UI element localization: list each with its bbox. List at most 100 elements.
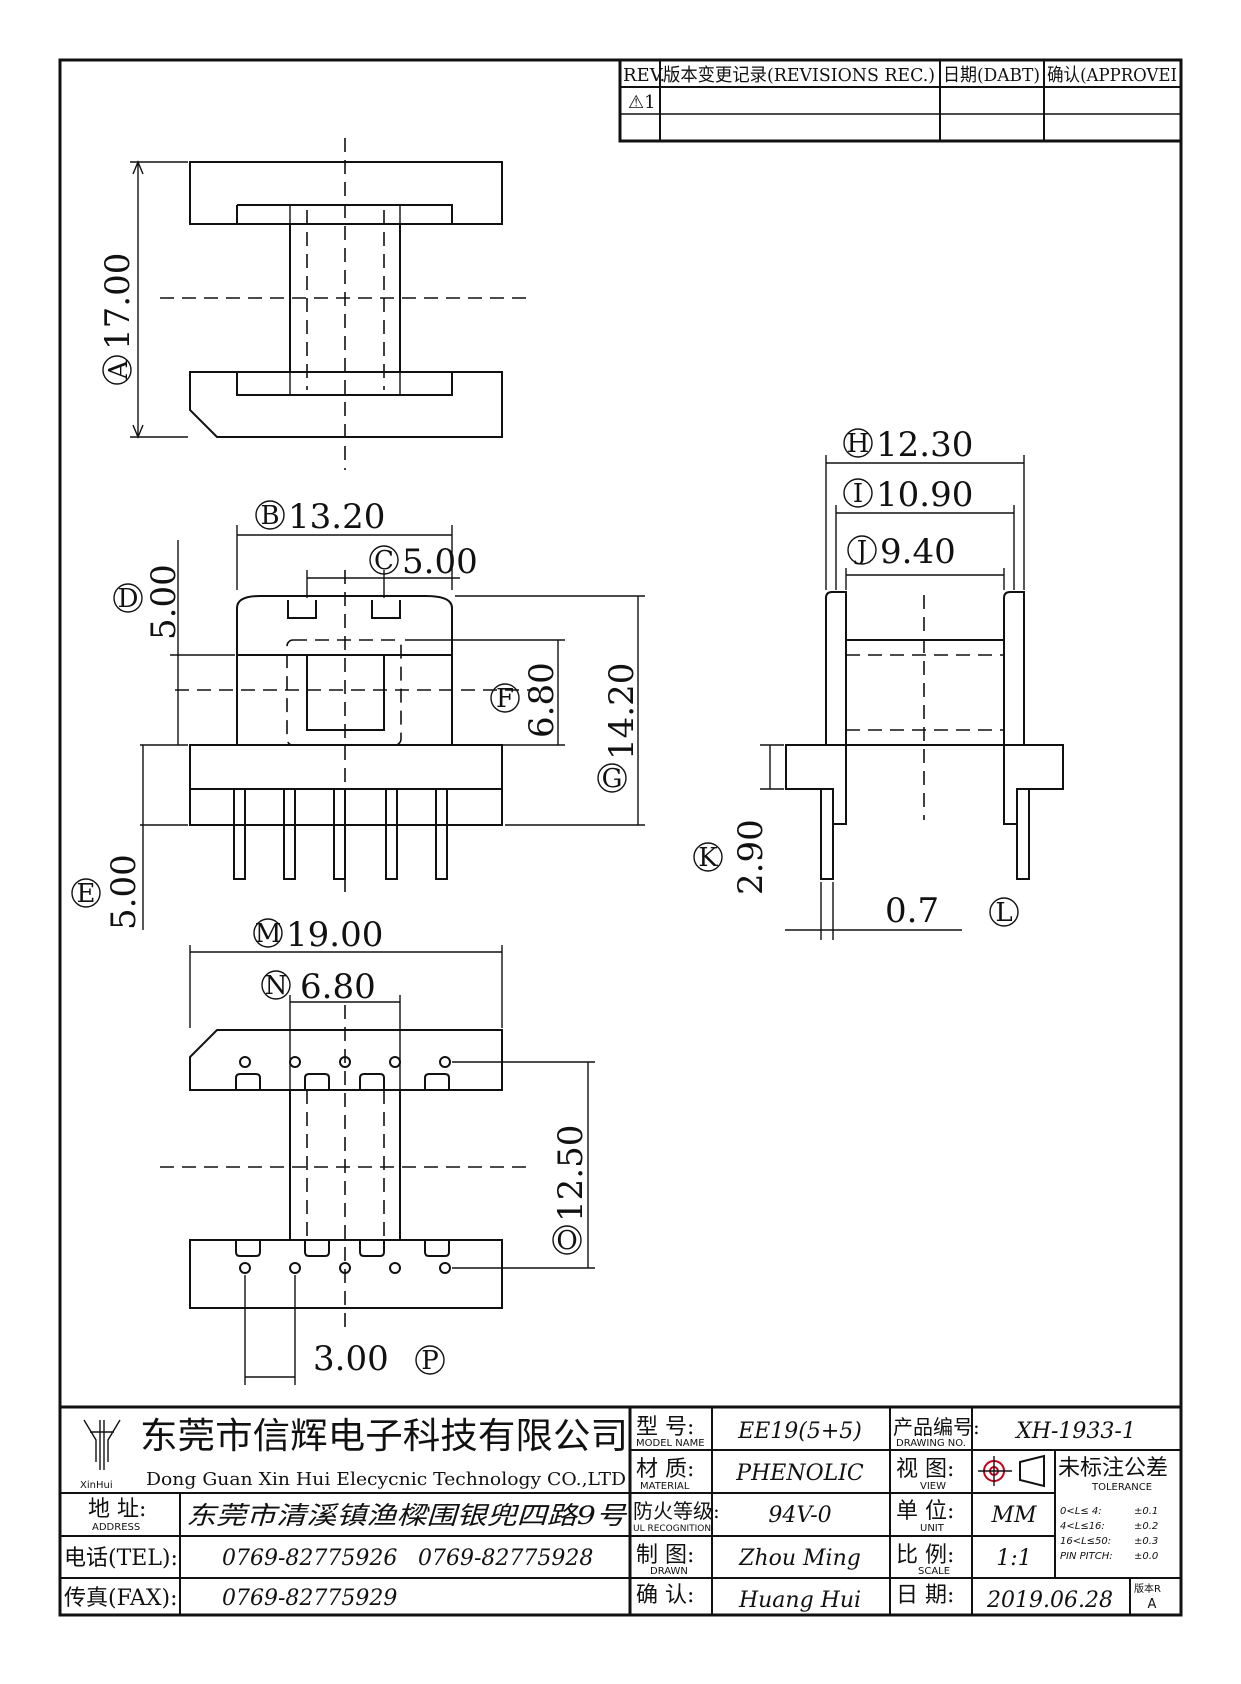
bottom-slots-top	[235, 1073, 450, 1090]
dim-f-value: 6.80	[522, 662, 562, 738]
revision-table: REV. 版本变更记录(REVISIONS REC.) 日期(DABT) 确认(…	[618, 58, 1183, 143]
dim-n-value: 6.80	[300, 967, 376, 1007]
dim-j-value: 9.40	[880, 532, 956, 572]
dim-f-marker	[490, 683, 520, 713]
tolerance-value-3: ±0.3	[1134, 1536, 1158, 1547]
dim-c: C 5.00	[369, 542, 478, 582]
dim-l-letter: L	[995, 898, 1012, 928]
dim-g-value: 14.20	[602, 663, 642, 760]
logo-text: XinHui	[80, 1480, 113, 1491]
drawn-label: 制 图:	[636, 1543, 694, 1568]
front-pins	[233, 788, 448, 880]
dim-i-marker	[843, 478, 873, 508]
tolerance-title: 未标注公差	[1058, 1456, 1168, 1481]
address-label-en: ADDRESS	[92, 1522, 140, 1533]
drawing-no-label: 产品编号:	[893, 1415, 980, 1439]
dim-b-value: 13.20	[288, 497, 385, 537]
check-value: Huang Hui	[738, 1588, 861, 1613]
drawing-no-label-en: DRAWING NO.	[896, 1438, 966, 1449]
dim-l: 0.7 L	[885, 891, 1019, 931]
ul-label: 防火等级:	[633, 1499, 720, 1523]
drawing-no-value: XH-1933-1	[1014, 1419, 1136, 1444]
model-label: 型 号:	[636, 1415, 694, 1440]
dim-i-value: 10.90	[876, 475, 973, 515]
dim-h: H 12.30	[843, 425, 973, 465]
dim-e-letter: E	[77, 879, 96, 909]
ul-label-en: UL RECOGNITION	[633, 1524, 711, 1534]
bottom-slots-bottom	[235, 1240, 450, 1257]
dim-g-letter: G	[602, 764, 623, 794]
rev-header-rev: REV.	[623, 65, 665, 86]
dim-n: N 6.80	[261, 967, 376, 1007]
dim-a-value: 17.00	[98, 253, 138, 350]
tolerance-range-1: 0<L≤ 4:	[1060, 1506, 1102, 1517]
dim-a-marker	[102, 355, 132, 385]
drawing-frame	[58, 58, 1183, 1617]
dim-f: F 6.80	[490, 662, 562, 738]
top-view	[130, 138, 530, 470]
tel-value-2: 0769-82775928	[418, 1546, 593, 1571]
rev-header-approve: 确认(APPROVEI	[1047, 65, 1177, 86]
tel-value-1: 0769-82775926	[222, 1546, 397, 1571]
fax-value: 0769-82775929	[222, 1586, 397, 1611]
tolerance-en: TOLERANCE	[1091, 1482, 1152, 1493]
dim-a: A 17.00	[98, 253, 138, 385]
dim-i: I 10.90	[843, 475, 973, 515]
dim-j-marker	[847, 535, 877, 565]
dim-n-letter: N	[265, 971, 288, 1001]
dim-j-letter: J	[854, 536, 867, 566]
dim-o-letter: O	[556, 1226, 577, 1256]
date-label: 日 期:	[896, 1583, 954, 1608]
pin-holes-top	[239, 1056, 451, 1068]
dim-m: M 19.00	[253, 915, 383, 955]
check-label: 确 认:	[636, 1583, 694, 1608]
side-view	[760, 455, 1064, 940]
dim-h-marker	[843, 428, 873, 458]
dim-k-value: 2.90	[731, 819, 771, 895]
dim-b-marker	[255, 500, 285, 530]
dim-e-marker	[71, 878, 101, 908]
dim-i-letter: I	[853, 479, 863, 509]
tolerance-range-2: 4<L≤16:	[1060, 1521, 1105, 1532]
unit-label: 单 位:	[896, 1499, 954, 1524]
dim-c-value: 5.00	[402, 542, 478, 582]
unit-value: MM	[990, 1503, 1037, 1528]
address-label: 地 址:	[88, 1497, 146, 1522]
tolerance-value-1: ±0.1	[1134, 1506, 1158, 1517]
tolerance-value-2: ±0.2	[1134, 1521, 1158, 1532]
view-label-en: VIEW	[920, 1481, 946, 1492]
dim-j: J 9.40	[847, 532, 956, 572]
material-label: 材 质:	[636, 1457, 694, 1482]
dim-d-letter: D	[118, 584, 139, 614]
scale-value: 1:1	[996, 1546, 1031, 1571]
dim-n-marker	[261, 970, 291, 1000]
dim-b-letter: B	[260, 501, 279, 531]
company-logo: XinHui	[80, 1419, 121, 1491]
ul-value: 94V-0	[768, 1503, 831, 1528]
front-view	[140, 525, 645, 930]
rev-header-record: 版本变更记录(REVISIONS REC.)	[663, 65, 935, 86]
material-value: PHENOLIC	[735, 1461, 864, 1486]
view-label: 视 图:	[896, 1457, 954, 1482]
tolerance-value-4: ±0.0	[1134, 1551, 1158, 1562]
model-value: EE19(5+5)	[737, 1419, 862, 1444]
unit-label-en: UNIT	[920, 1523, 945, 1534]
bottom-view	[160, 945, 595, 1385]
tolerance-range-4: PIN PITCH:	[1060, 1551, 1113, 1562]
dim-o: O 12.50	[551, 1125, 591, 1256]
dim-m-letter: M	[255, 919, 282, 949]
dim-f-letter: F	[496, 684, 514, 714]
fax-label: 传真(FAX):	[64, 1586, 177, 1611]
dim-g: G 14.20	[597, 663, 642, 794]
scale-label-en: SCALE	[918, 1566, 950, 1577]
dim-m-value: 19.00	[286, 915, 383, 955]
company-name-cn: 东莞市信辉电子科技有限公司	[140, 1416, 628, 1457]
dim-c-letter: C	[374, 546, 394, 576]
version-label: 版本R	[1134, 1582, 1161, 1595]
material-label-en: MATERIAL	[640, 1481, 690, 1492]
dim-p-value: 3.00	[313, 1339, 389, 1379]
dim-a-letter: A	[104, 359, 134, 380]
dim-b: B 13.20	[255, 497, 385, 537]
tel-label: 电话(TEL):	[64, 1546, 178, 1571]
rev-header-date: 日期(DABT)	[943, 65, 1040, 86]
